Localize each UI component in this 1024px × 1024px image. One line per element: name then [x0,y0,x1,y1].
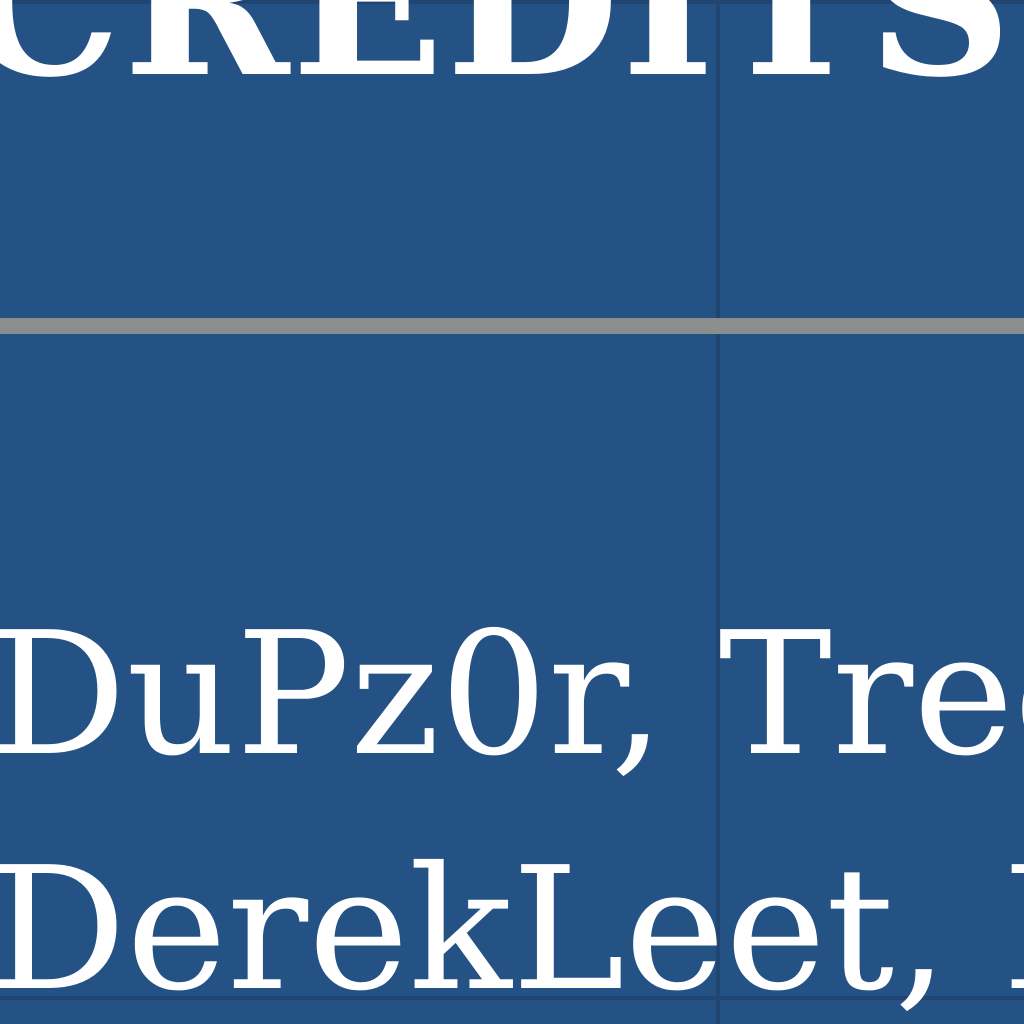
credits-names-line-1: DuPz0r, Tred [0,596,1024,794]
top-gridline [0,0,1024,4]
vertical-gridline [716,0,720,1024]
credits-heading: CREDITS [0,0,1015,122]
credits-names-line-2: DerekLeet, R [0,831,1024,1024]
heading-divider [0,318,1024,334]
bottom-gridline [0,996,1024,1000]
